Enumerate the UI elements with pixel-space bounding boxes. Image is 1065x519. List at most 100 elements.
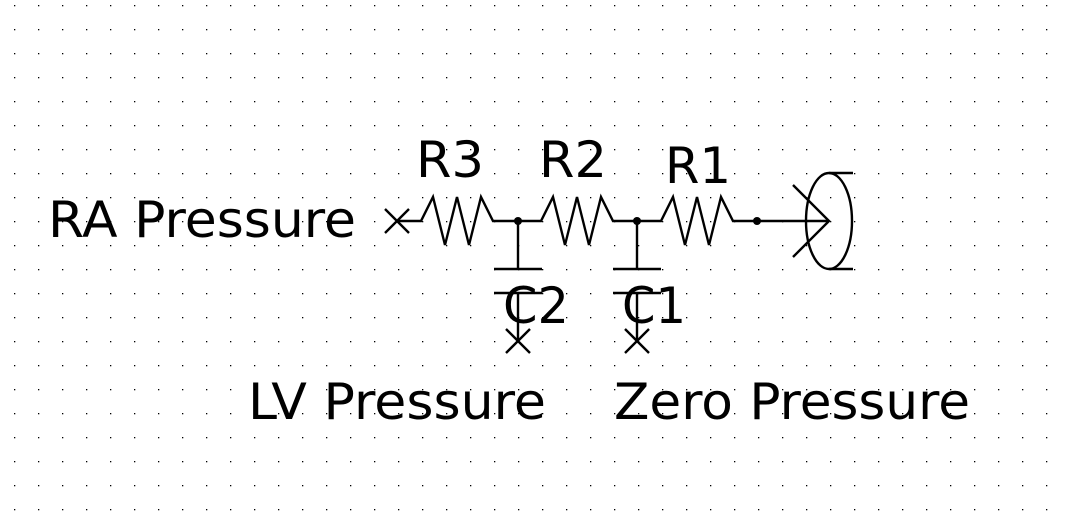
grid-dot xyxy=(1046,413,1048,415)
grid-dot xyxy=(278,125,280,127)
grid-dot xyxy=(806,317,808,319)
grid-dot xyxy=(38,341,40,343)
grid-dot xyxy=(542,485,544,487)
grid-dot xyxy=(1022,269,1024,271)
grid-dot xyxy=(782,197,784,199)
grid-dot xyxy=(110,5,112,7)
grid-dot xyxy=(14,341,16,343)
grid-dot xyxy=(1022,221,1024,223)
capacitor-c1[interactable] xyxy=(613,221,661,341)
grid-dot xyxy=(518,365,520,367)
grid-dot xyxy=(902,461,904,463)
capacitor-c2[interactable] xyxy=(494,221,542,341)
grid-dot xyxy=(854,461,856,463)
grid-dot xyxy=(590,365,592,367)
grid-dot xyxy=(518,125,520,127)
grid-dot xyxy=(62,341,64,343)
grid-dot xyxy=(662,437,664,439)
grid-dot xyxy=(878,437,880,439)
grid-dot xyxy=(326,5,328,7)
grid-dot xyxy=(374,149,376,151)
grid-dot xyxy=(638,389,640,391)
grid-dot xyxy=(230,437,232,439)
zero-terminal-x-marker-icon[interactable] xyxy=(624,328,650,354)
grid-dot xyxy=(926,269,928,271)
grid-dot xyxy=(110,341,112,343)
grid-dot xyxy=(782,413,784,415)
grid-dot xyxy=(638,365,640,367)
node-label-ra-pressure: RA Pressure xyxy=(48,191,356,249)
grid-dot xyxy=(350,125,352,127)
grid-dot xyxy=(350,101,352,103)
grid-dot xyxy=(374,437,376,439)
grid-dot xyxy=(1046,365,1048,367)
grid-dot xyxy=(302,293,304,295)
grid-dot xyxy=(1022,5,1024,7)
grid-dot xyxy=(470,125,472,127)
grid-dot xyxy=(590,173,592,175)
lv-terminal-x-marker-icon[interactable] xyxy=(505,328,531,354)
grid-dot xyxy=(926,29,928,31)
grid-dot xyxy=(710,365,712,367)
grid-dot xyxy=(854,413,856,415)
grid-dot xyxy=(86,221,88,223)
grid-dot xyxy=(566,485,568,487)
grid-dot xyxy=(182,317,184,319)
grid-dot xyxy=(662,245,664,247)
resistor-r3[interactable] xyxy=(397,193,518,246)
grid-dot xyxy=(38,77,40,79)
grid-dot xyxy=(14,245,16,247)
grid-dot xyxy=(254,173,256,175)
grid-dot xyxy=(374,269,376,271)
grid-dot xyxy=(686,293,688,295)
grid-dot xyxy=(302,341,304,343)
grid-dot xyxy=(950,221,952,223)
grid-dot xyxy=(974,173,976,175)
grid-dot xyxy=(566,509,568,511)
grid-dot xyxy=(638,245,640,247)
junction-dot xyxy=(753,217,761,225)
grid-dot xyxy=(926,341,928,343)
grid-dot xyxy=(710,77,712,79)
grid-dot xyxy=(398,245,400,247)
grid-dot xyxy=(974,221,976,223)
grid-dot xyxy=(926,365,928,367)
grid-dot xyxy=(62,101,64,103)
grid-dot xyxy=(254,461,256,463)
grid-dot xyxy=(446,5,448,7)
grid-dot xyxy=(158,197,160,199)
grid-dot xyxy=(542,5,544,7)
grid-dot xyxy=(566,125,568,127)
resistor-r1[interactable] xyxy=(637,193,757,246)
grid-dot xyxy=(734,101,736,103)
grid-dot xyxy=(614,317,616,319)
grid-dot xyxy=(782,437,784,439)
grid-dot xyxy=(950,149,952,151)
grid-dot xyxy=(830,293,832,295)
grid-dot xyxy=(758,389,760,391)
grid-dot xyxy=(206,293,208,295)
grid-dot xyxy=(134,365,136,367)
grid-dot xyxy=(494,29,496,31)
grid-dot xyxy=(158,125,160,127)
grid-dot xyxy=(614,5,616,7)
grid-dot xyxy=(974,53,976,55)
grid-dot xyxy=(590,485,592,487)
grid-dot xyxy=(734,341,736,343)
grid-dot xyxy=(1022,389,1024,391)
grid-dot xyxy=(662,341,664,343)
grid-dot xyxy=(590,221,592,223)
grid-dot xyxy=(830,341,832,343)
grid-dot xyxy=(134,173,136,175)
grid-dot xyxy=(878,29,880,31)
grid-dot xyxy=(302,485,304,487)
grid-dot xyxy=(686,221,688,223)
grid-dot xyxy=(734,293,736,295)
current-source-icon[interactable] xyxy=(792,171,854,271)
grid-dot xyxy=(134,389,136,391)
resistor-r2[interactable] xyxy=(518,193,637,246)
grid-dot xyxy=(62,269,64,271)
grid-dot xyxy=(86,269,88,271)
grid-dot xyxy=(230,149,232,151)
